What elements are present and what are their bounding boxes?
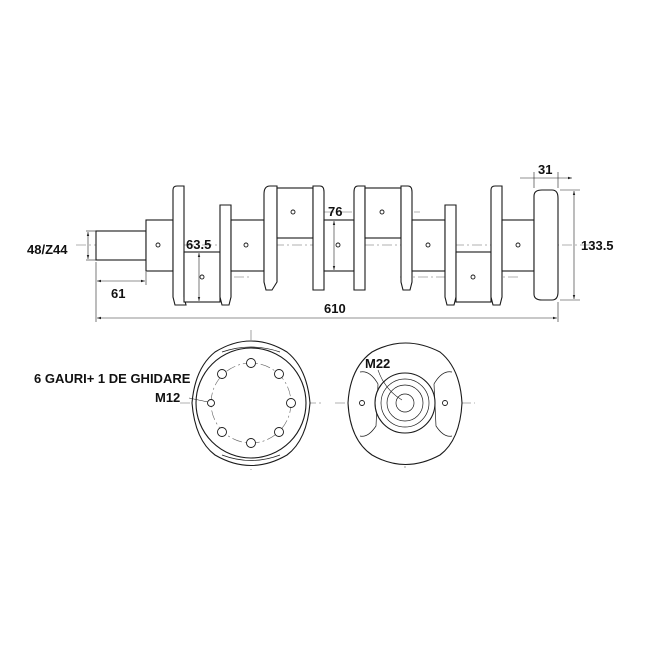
crank-web xyxy=(312,185,325,291)
overall-length-label: 610 xyxy=(324,301,346,316)
crankpin-diameter-label: 63.5 xyxy=(186,237,211,252)
journal-circle xyxy=(374,372,436,434)
oil-hole xyxy=(335,242,341,248)
leader-line xyxy=(377,369,403,401)
side-view-dimensions: 31 133.5 48/Z44 63.5 76 61 610 xyxy=(27,162,614,322)
nose-end-view: M22 xyxy=(335,342,475,470)
thread-hole xyxy=(395,393,415,413)
flange-end-view: 6 GAURI+ 1 DE GHIDARE M12 xyxy=(34,330,322,470)
bolt-hole xyxy=(274,369,284,379)
oil-hole xyxy=(515,242,521,248)
bolt-hole xyxy=(246,438,256,448)
nose-length-label: 61 xyxy=(111,286,125,301)
oil-hole xyxy=(425,242,431,248)
bolt-hole xyxy=(274,427,284,437)
bolt-hole xyxy=(246,358,256,368)
flange-width-label: 31 xyxy=(538,162,552,177)
crank-web xyxy=(400,185,413,291)
oil-hole xyxy=(290,209,296,215)
oil-hole xyxy=(470,274,476,280)
flange-thread-label: M12 xyxy=(155,390,180,405)
nose-circle xyxy=(386,384,424,422)
bolt-hole xyxy=(217,427,227,437)
crank-web xyxy=(263,185,278,291)
oil-hole xyxy=(243,242,249,248)
flange-diameter-label: 133.5 xyxy=(581,238,614,253)
crank-web xyxy=(444,204,457,306)
crankshaft-nose xyxy=(95,230,147,261)
crank-web xyxy=(172,185,187,306)
oil-hole xyxy=(379,209,385,215)
crank-web xyxy=(490,185,503,306)
crank-web xyxy=(353,185,366,291)
oil-hole xyxy=(155,242,161,248)
leader-line xyxy=(188,397,209,403)
nose-diameter-label: 48/Z44 xyxy=(27,242,68,257)
crank-web xyxy=(219,204,232,306)
bolt-hole xyxy=(217,369,227,379)
web-edge xyxy=(221,454,281,461)
oil-hole xyxy=(359,400,365,406)
flywheel-flange xyxy=(533,189,559,301)
oil-hole xyxy=(199,274,205,280)
crankshaft-side-view xyxy=(76,185,600,306)
bolt-holes-note: 6 GAURI+ 1 DE GHIDARE xyxy=(34,371,191,386)
guide-hole xyxy=(207,399,215,407)
main-journal-diameter-label: 76 xyxy=(328,204,342,219)
nose-circle xyxy=(380,378,430,428)
nose-thread-label: M22 xyxy=(365,356,390,371)
oil-hole-markers xyxy=(155,209,521,280)
bolt-hole xyxy=(286,398,296,408)
web-edge xyxy=(221,346,281,353)
oil-hole xyxy=(442,400,448,406)
